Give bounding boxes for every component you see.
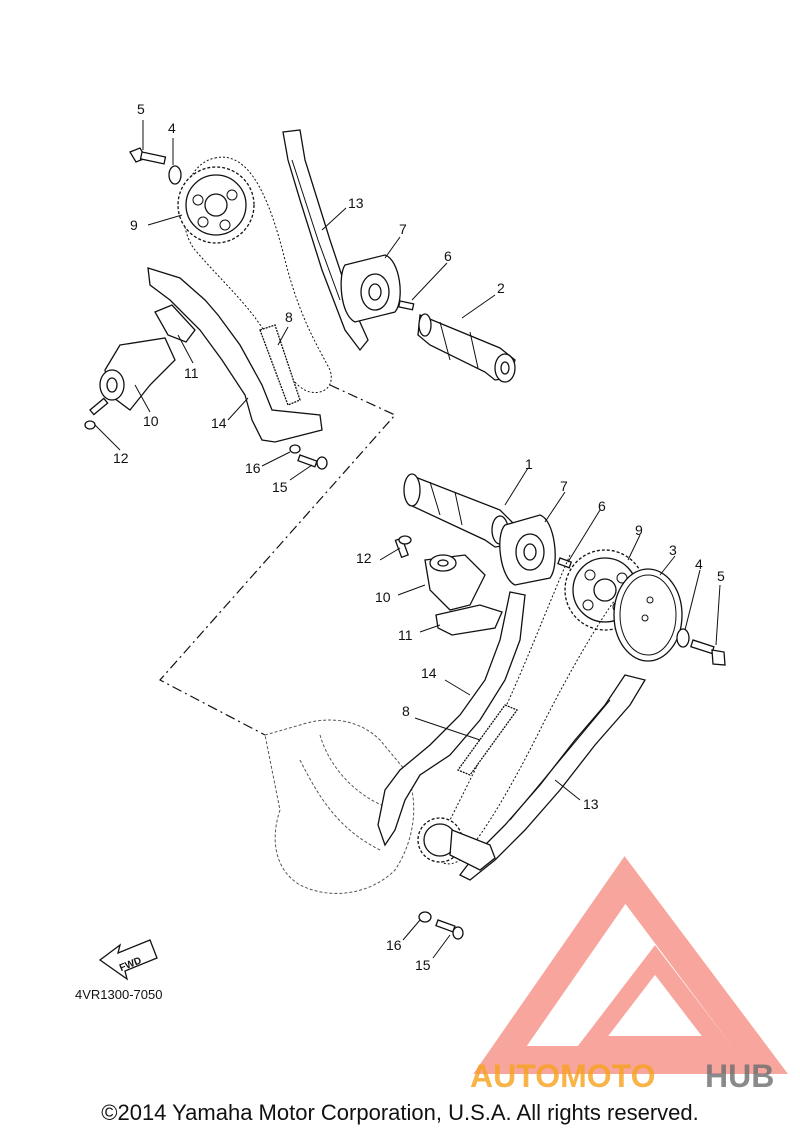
- tensioner-upper: [99, 337, 176, 411]
- watermark-text: AUTOMOTO HUB: [470, 1058, 774, 1094]
- cam-plate-upper: [340, 254, 401, 323]
- callout-upper-13: 13: [348, 195, 364, 211]
- camshaft-lower: [403, 473, 516, 548]
- dowel-pin-lower: [557, 557, 573, 569]
- upper-assembly: [84, 129, 516, 470]
- watermark-text-grey: HUB: [705, 1058, 774, 1094]
- fwd-arrow-icon: FWD: [98, 939, 158, 981]
- callouts-lower: 1 7 6 9 3 4 5 12 10 11 14 8 13 16 15: [356, 456, 725, 973]
- washer-lower: [676, 628, 690, 648]
- bolt-lower: [690, 639, 726, 666]
- gasket-upper: [154, 304, 196, 343]
- tensioner-arm-upper: [147, 267, 323, 443]
- copyright-notice: ©2014 Yamaha Motor Corporation, U.S.A. A…: [101, 1100, 699, 1125]
- callout-lower-1: 1: [525, 456, 533, 472]
- watermark-text-orange: AUTOMOTO: [470, 1058, 655, 1094]
- callout-lower-3: 3: [669, 542, 677, 558]
- callouts-upper: 5 4 9 13 7 6 2 8 11 10 14 12 16 15: [113, 101, 505, 495]
- chain-segment-lower: [456, 704, 519, 776]
- callout-upper-6: 6: [444, 248, 452, 264]
- callout-lower-12: 12: [356, 550, 372, 566]
- callout-upper-2: 2: [497, 280, 505, 296]
- leader-lines: [94, 120, 721, 959]
- tensioner-lower: [424, 554, 486, 611]
- cam-plate-lower: [499, 514, 556, 586]
- callout-lower-7: 7: [560, 478, 568, 494]
- callout-upper-12: 12: [113, 450, 129, 466]
- callout-lower-10: 10: [375, 589, 391, 605]
- callout-lower-4: 4: [695, 556, 703, 572]
- diagram-code: 4VR1300-7050: [75, 987, 163, 1002]
- callout-upper-14: 14: [211, 415, 227, 431]
- cam-chain-upper: [182, 156, 332, 394]
- chain-guide-lower: [459, 674, 647, 881]
- bolt-12-upper: [84, 397, 109, 430]
- tensioner-arm-lower: [377, 591, 526, 847]
- callout-upper-5: 5: [137, 101, 145, 117]
- callout-upper-15: 15: [272, 479, 288, 495]
- dowel-pin-upper: [397, 300, 415, 311]
- callout-upper-7: 7: [399, 221, 407, 237]
- callout-lower-9: 9: [635, 522, 643, 538]
- watermark-logo: [473, 856, 788, 1074]
- callout-lower-15: 15: [415, 957, 431, 973]
- washer-upper: [168, 165, 182, 185]
- callout-lower-8: 8: [402, 703, 410, 719]
- chain-segment-upper: [259, 324, 301, 406]
- reference-line: [159, 384, 396, 736]
- callout-upper-10: 10: [143, 413, 159, 429]
- bolt-15-lower: [435, 919, 464, 940]
- gasket-lower: [435, 604, 503, 636]
- crankshaft-outline: [264, 719, 415, 894]
- callout-upper-9: 9: [130, 217, 138, 233]
- callout-lower-5: 5: [717, 568, 725, 584]
- sprocket-cover-lower: [613, 568, 683, 662]
- callout-lower-11: 11: [398, 627, 413, 643]
- crank-sprocket: [417, 817, 496, 871]
- callout-lower-6: 6: [598, 498, 606, 514]
- washer-16-upper: [289, 444, 301, 454]
- cam-sprocket-upper: [177, 166, 255, 244]
- callout-lower-16: 16: [386, 937, 402, 953]
- bolt-upper: [129, 147, 167, 165]
- callout-upper-11: 11: [184, 365, 199, 381]
- callout-upper-16: 16: [245, 460, 261, 476]
- bolt-12-lower: [394, 535, 412, 559]
- callout-upper-8: 8: [285, 309, 293, 325]
- callout-lower-14: 14: [421, 665, 437, 681]
- camshaft-upper: [417, 313, 516, 383]
- washer-16-lower: [418, 911, 432, 923]
- bolt-15-upper: [297, 454, 328, 470]
- lower-assembly: [264, 473, 726, 940]
- callout-lower-13: 13: [583, 796, 599, 812]
- callout-upper-4: 4: [168, 120, 176, 136]
